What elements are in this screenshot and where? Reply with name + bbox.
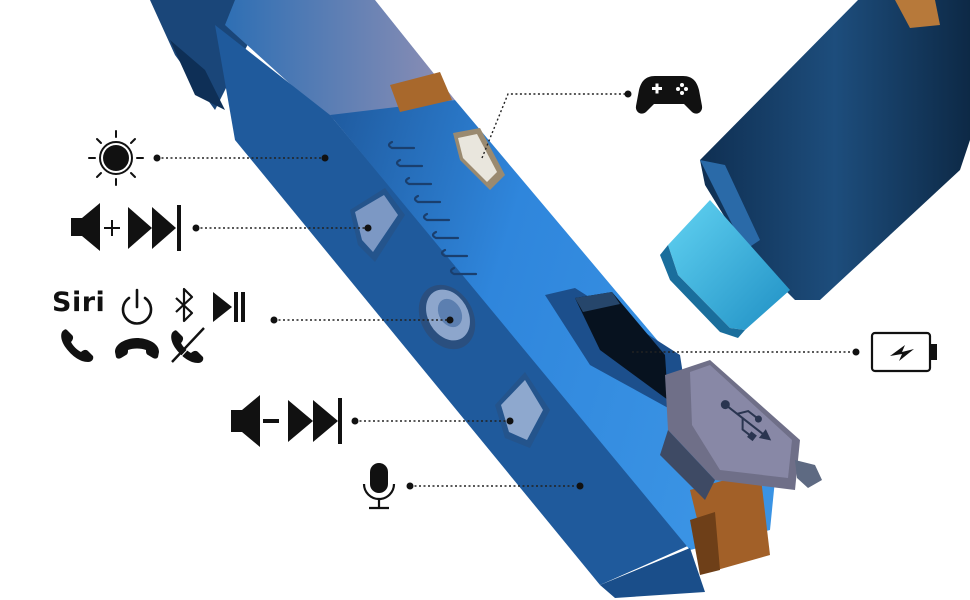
volume-down-button[interactable] (495, 372, 550, 448)
bluetooth-icon (175, 287, 194, 323)
usb-c-cable (660, 0, 970, 338)
plug-connector-edge (660, 245, 745, 338)
cable-orange-rim (895, 0, 940, 28)
volume-up-button[interactable] (350, 188, 405, 262)
body-front-panel (330, 100, 775, 550)
next-track-icon (288, 398, 342, 444)
brightness-icon (88, 130, 144, 186)
body-bottom-face (600, 548, 705, 598)
answer-call-icon (61, 329, 94, 362)
leader-lines (157, 93, 856, 487)
body-stem-ridge (170, 40, 225, 110)
cable-highlight (700, 160, 760, 250)
port-cover-flap (660, 360, 822, 500)
reject-call-icon (171, 327, 207, 365)
volume-up-icon (71, 203, 120, 251)
microphone-icon (362, 463, 396, 510)
siri-label: Siri (52, 287, 106, 318)
battery-charging-icon (870, 331, 937, 373)
gamepad-icon (635, 76, 703, 114)
power-icon (121, 288, 153, 325)
charging-port (545, 288, 690, 420)
play-pause-icon (213, 292, 245, 322)
plug-connector (668, 200, 790, 330)
multi-function-button[interactable] (407, 275, 486, 360)
accent-bottom-shade (690, 512, 720, 575)
volume-down-icon (231, 395, 279, 447)
cable-housing (700, 0, 970, 300)
usb-icon (720, 400, 772, 442)
light-sensor-window (453, 128, 505, 190)
accent-top (390, 72, 452, 112)
speaker-grille (387, 140, 478, 276)
leader-dots (153, 90, 860, 490)
leader-gamepad (481, 93, 628, 159)
hang-up-icon (115, 338, 159, 359)
next-track-icon (128, 205, 181, 251)
